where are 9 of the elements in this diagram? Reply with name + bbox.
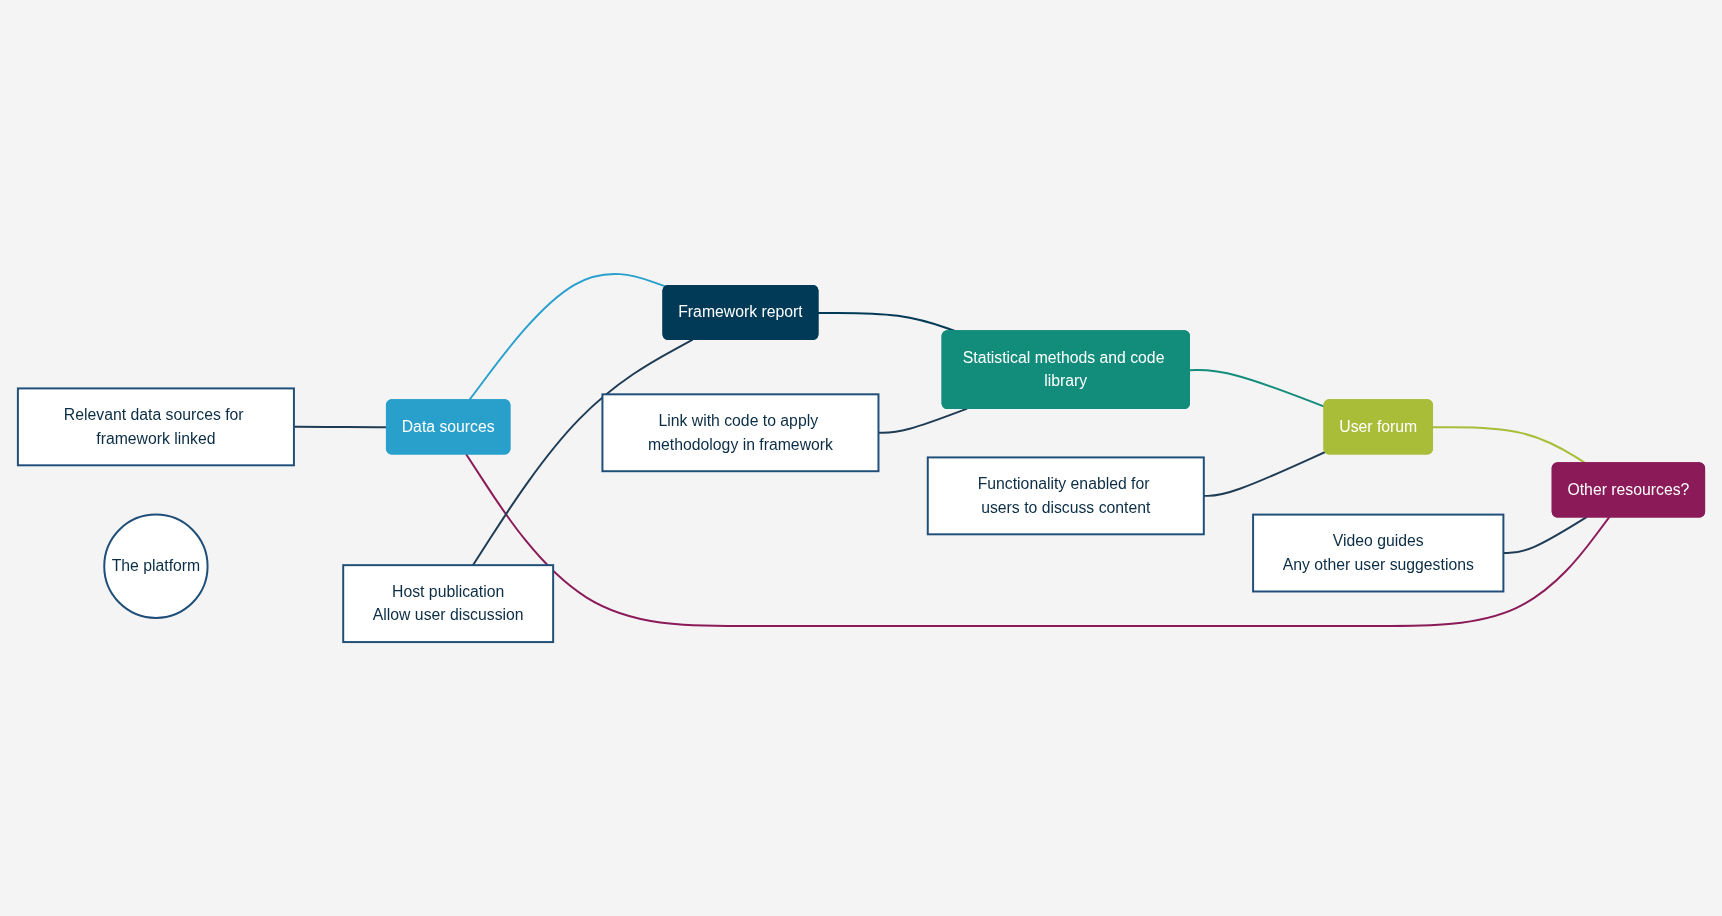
node-box: Link with code to apply methodology in framework <box>601 393 880 473</box>
connector <box>471 338 694 567</box>
connector <box>467 272 668 402</box>
connector <box>465 453 1611 627</box>
node-box: Relevant data sources for framework linked <box>16 387 295 467</box>
node-circle: The platform <box>103 513 209 619</box>
node-box: Host publication Allow user discussion <box>342 564 555 644</box>
node-box: Video guides Any other user suggestions <box>1252 513 1505 593</box>
node-box: Functionality enabled for users to discuss content <box>926 456 1205 536</box>
